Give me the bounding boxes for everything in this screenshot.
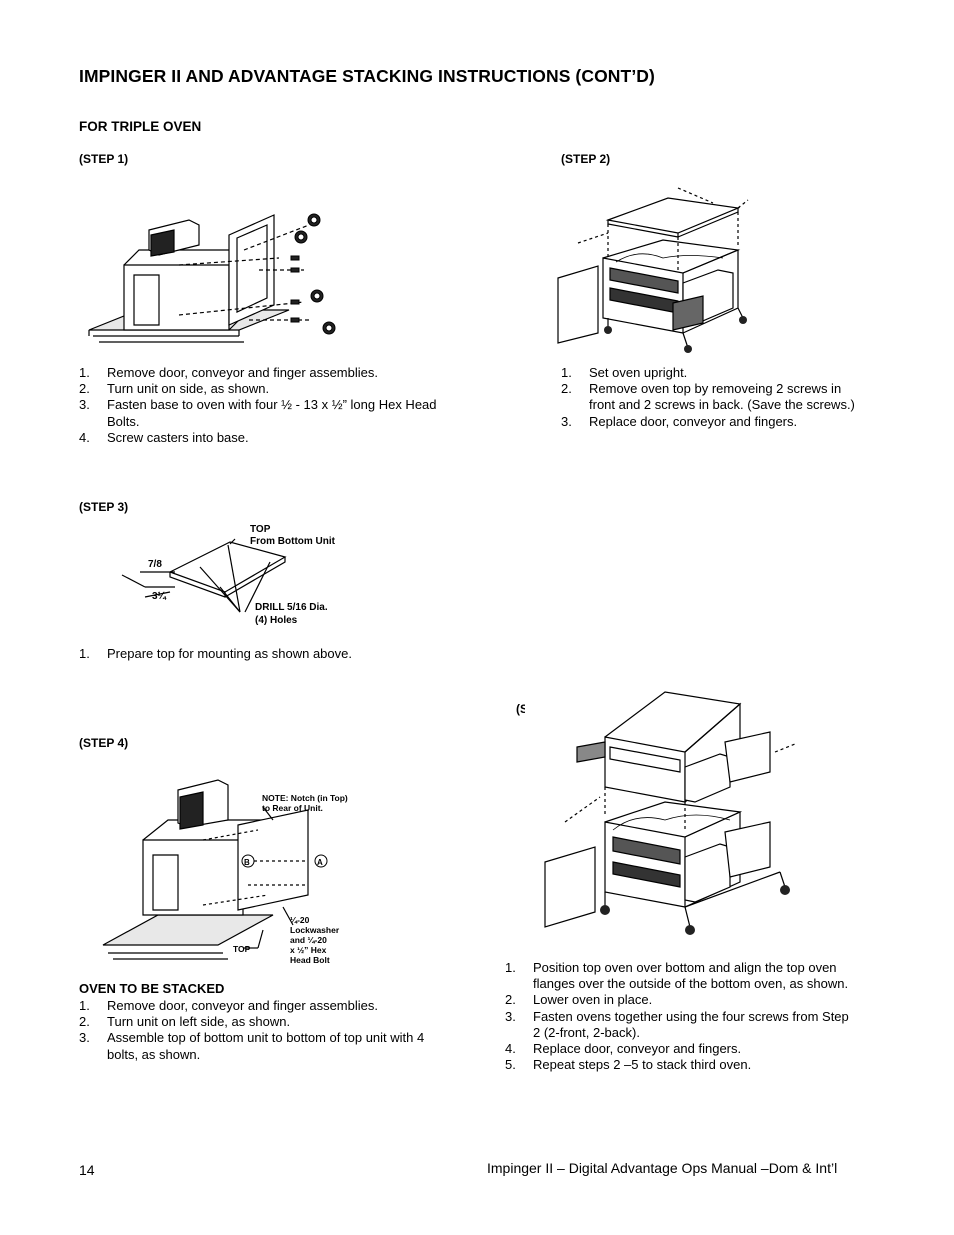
list-item: 2.Turn unit on side, as shown. <box>79 381 270 397</box>
step1-list: 1.Remove door, conveyor and finger assem… <box>79 365 439 446</box>
fig-label: ¼-20 <box>290 915 310 925</box>
step1-figure <box>79 190 347 350</box>
step5-figure <box>525 672 808 948</box>
step3-figure: TOP From Bottom Unit 7/8 3¼ DRILL 5/16 D… <box>100 517 358 631</box>
fig-label: Lockwasher <box>290 925 340 935</box>
step3-label: (STEP 3) <box>79 500 129 514</box>
footer-title: Impinger II – Digital Advantage Ops Manu… <box>487 1160 838 1176</box>
fig-label: 3¼ <box>152 591 167 602</box>
step3-list: 1.Prepare top for mounting as shown abov… <box>79 646 439 662</box>
step4-label: (STEP 4) <box>79 736 129 750</box>
list-item: 1.Position top oven over bottom and alig… <box>505 960 849 992</box>
section-heading: FOR TRIPLE OVEN <box>79 119 202 134</box>
list-item: 1.Remove door, conveyor and finger assem… <box>79 998 378 1013</box>
fig-label: NOTE: Notch (in Top) <box>262 793 348 803</box>
list-item: 4.Screw casters into base. <box>79 429 249 445</box>
list-item: 2.Turn unit on left side, as shown. <box>79 1014 291 1030</box>
step2-figure <box>538 178 762 358</box>
step4-list: 1.Remove door, conveyor and finger assem… <box>79 998 449 1063</box>
list-item: 1.Remove door, conveyor and finger assem… <box>79 365 378 380</box>
list-item: 5.Repeat steps 2 –5 to stack third oven. <box>505 1057 752 1073</box>
list-item: 1.Set oven upright. <box>561 365 688 380</box>
step5-list: 1.Position top oven over bottom and alig… <box>505 960 850 1073</box>
list-item: 2.Remove oven top by removeing 2 screws … <box>561 381 855 413</box>
fig-label: x ½” Hex <box>290 945 327 955</box>
step2-label: (STEP 2) <box>561 152 611 166</box>
step1-label: (STEP 1) <box>79 152 129 166</box>
step4-figure: B A NOTE: Notch (in Top) to Rear of Unit… <box>98 765 360 971</box>
fig-label: Head Bolt <box>290 955 330 965</box>
list-item: 3.Replace door, conveyor and fingers. <box>561 413 798 429</box>
list-item: 3.Fasten base to oven with four ½ - 13 x… <box>79 397 437 429</box>
list-item: 1.Prepare top for mounting as shown abov… <box>79 646 352 661</box>
marker-a: A <box>317 858 323 867</box>
step2-list: 1.Set oven upright. 2.Remove oven top by… <box>561 365 861 430</box>
list-item: 2.Lower oven in place. <box>505 992 653 1008</box>
fig-label: 7/8 <box>148 559 162 570</box>
list-item: 3.Assemble top of bottom unit to bottom … <box>79 1030 425 1062</box>
page-number: 14 <box>79 1162 95 1178</box>
fig-label: TOP <box>250 524 271 535</box>
page-title: IMPINGER II AND ADVANTAGE STACKING INSTR… <box>79 66 655 86</box>
list-item: 4.Replace door, conveyor and fingers. <box>505 1041 742 1057</box>
fig-label: TOP <box>233 944 251 954</box>
step4-heading: OVEN TO BE STACKED <box>79 981 225 996</box>
fig-label: From Bottom Unit <box>250 536 336 547</box>
marker-b: B <box>244 858 250 867</box>
fig-label: DRILL 5/16 Dia. <box>255 602 328 613</box>
fig-label: and ¼-20 <box>290 935 327 945</box>
list-item: 3.Fasten ovens together using the four s… <box>505 1008 849 1040</box>
fig-label: (4) Holes <box>255 615 298 626</box>
fig-label: to Rear of Unit. <box>262 803 323 813</box>
